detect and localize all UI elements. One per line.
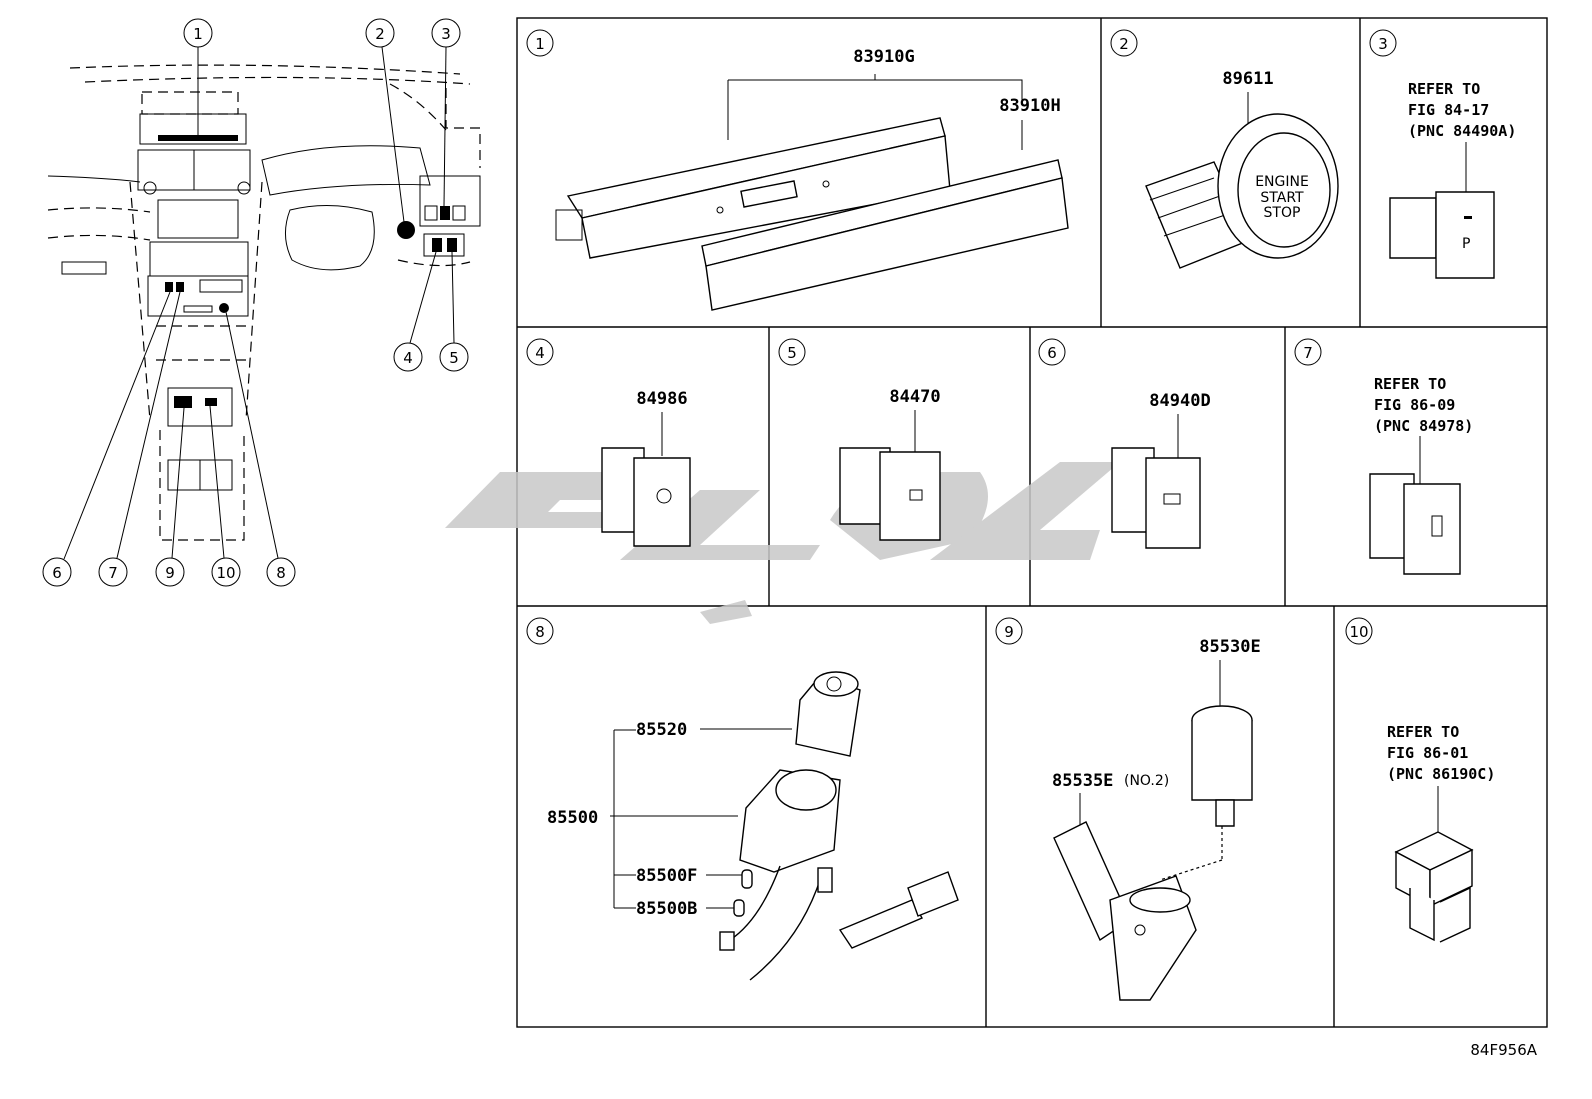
panel-10-number: 10 (1349, 623, 1368, 641)
part-label-85530E: 85530E (1199, 637, 1260, 657)
callout-1: 1 (183, 18, 213, 136)
refer-line-2: FIG 86-09 (1374, 396, 1455, 414)
callout-8: 8 (225, 311, 296, 587)
part-84470-drawing (839, 447, 941, 541)
part-label-84986: 84986 (636, 389, 687, 409)
callout-4-label: 4 (403, 349, 413, 367)
figure-id: 84F956A (1470, 1041, 1537, 1059)
refer-line-3: (PNC 84490A) (1408, 122, 1516, 140)
callout-9: 9 (155, 407, 185, 587)
refer-line-1: REFER TO (1374, 375, 1446, 393)
part-84940D-drawing (1111, 447, 1201, 549)
panel-8-number: 8 (535, 623, 545, 641)
callout-7-label: 7 (108, 564, 118, 582)
button-text-engine: ENGINE (1255, 174, 1309, 190)
part-label-89611: 89611 (1222, 69, 1273, 89)
svg-text:P: P (1462, 236, 1470, 252)
panel-10: 10 REFER TO FIG 86-01 (PNC 86190C) (1345, 617, 1495, 943)
refer-line-2: FIG 86-01 (1387, 744, 1468, 762)
panel-9-number: 9 (1004, 623, 1014, 641)
part-85530E-drawing (1191, 705, 1253, 827)
callout-3-label: 3 (441, 25, 451, 43)
part-85500-drawing (719, 769, 959, 981)
part-84490A-drawing: P (1389, 191, 1495, 279)
button-text-start: START (1260, 190, 1304, 206)
panel-6: 6 84940D (1038, 338, 1211, 549)
callout-9-label: 9 (165, 564, 175, 582)
panel-7: 7 REFER TO FIG 86-09 (PNC 84978) (1294, 338, 1473, 575)
button-text-stop: STOP (1264, 205, 1301, 221)
panel-5: 5 84470 (778, 338, 941, 541)
part-83910H-drawing (701, 159, 1069, 311)
panel-3-number: 3 (1378, 35, 1388, 53)
part-83910G-drawing (555, 117, 951, 259)
callout-10-label: 10 (216, 564, 235, 582)
panel-2: 2 89611 ENGINE START STOP (1110, 29, 1339, 269)
part-label-85500B: 85500B (636, 899, 697, 919)
part-label-83910G: 83910G (853, 47, 914, 67)
panel-2-number: 2 (1119, 35, 1129, 53)
callout-2-label: 2 (375, 25, 385, 43)
callout-10: 10 (209, 405, 241, 587)
callout-5: 5 (439, 251, 469, 372)
callout-6: 6 (42, 291, 171, 587)
parts-grid (516, 17, 1548, 1028)
panel-8: 8 85520 85500 85500F 85500B (526, 617, 959, 981)
part-label-85500F: 85500F (636, 866, 697, 886)
callout-3: 3 (431, 18, 461, 207)
callout-4: 4 (393, 251, 437, 372)
panel-3: 3 REFER TO FIG 84-17 (PNC 84490A) P (1369, 29, 1516, 279)
part-84986-drawing (601, 447, 691, 547)
callout-6-label: 6 (52, 564, 62, 582)
panel-4-number: 4 (535, 344, 545, 362)
refer-line-2: FIG 84-17 (1408, 101, 1489, 119)
part-label-85500: 85500 (547, 808, 598, 828)
refer-line-3: (PNC 84978) (1374, 417, 1473, 435)
callout-5-label: 5 (449, 349, 459, 367)
panel-7-number: 7 (1303, 344, 1313, 362)
part-84978-drawing (1369, 473, 1461, 575)
part-label-85535E: 85535E (1052, 771, 1113, 791)
callout-1-label: 1 (193, 25, 203, 43)
refer-line-1: REFER TO (1408, 80, 1480, 98)
panel-1: 1 83910G 83910H (526, 29, 1069, 311)
panel-1-number: 1 (535, 35, 545, 53)
panel-9: 9 85530E 85535E (NO.2) (995, 617, 1261, 1001)
part-85535E-drawing (1053, 821, 1197, 1001)
part-89611-drawing (1145, 113, 1339, 269)
part-note-no2: (NO.2) (1124, 773, 1169, 789)
refer-line-1: REFER TO (1387, 723, 1459, 741)
callout-7: 7 (98, 291, 181, 587)
panel-6-number: 6 (1047, 344, 1057, 362)
refer-line-3: (PNC 86190C) (1387, 765, 1495, 783)
panel-4: 4 84986 (526, 338, 691, 547)
part-label-85520: 85520 (636, 720, 687, 740)
part-label-84470: 84470 (889, 387, 940, 407)
dashboard-overview (47, 64, 481, 541)
watermark (445, 462, 1120, 624)
part-label-83910H: 83910H (999, 96, 1060, 116)
panel-5-number: 5 (787, 344, 797, 362)
part-86190C-drawing (1394, 831, 1474, 943)
callout-2: 2 (365, 18, 405, 223)
part-85520-drawing (795, 671, 861, 757)
part-label-84940D: 84940D (1149, 391, 1210, 411)
callout-8-label: 8 (276, 564, 286, 582)
